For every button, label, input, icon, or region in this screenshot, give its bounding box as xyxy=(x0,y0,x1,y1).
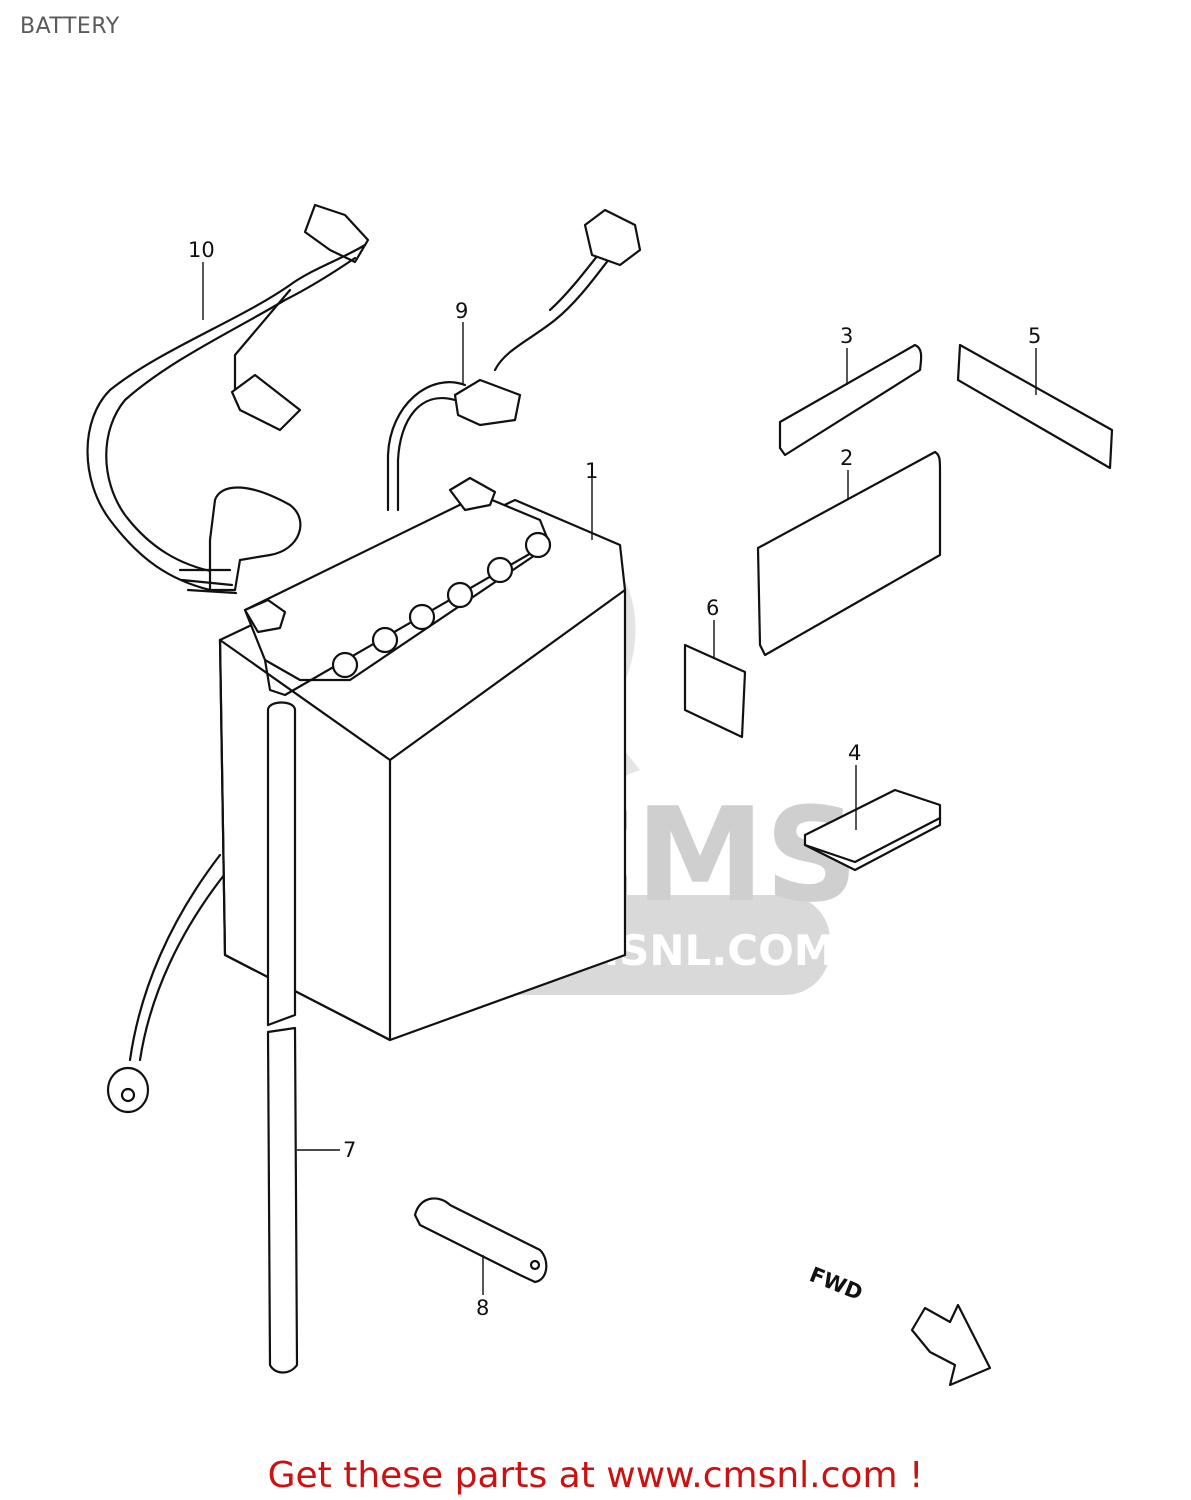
part-8-bracket: 8 xyxy=(413,1197,548,1320)
part-9-lead: 9 xyxy=(386,208,642,512)
fwd-label: FWD xyxy=(806,1262,866,1305)
part-2-label: 2 xyxy=(756,446,942,657)
forward-direction-indicator: FWD xyxy=(806,1262,992,1387)
footer-link-text[interactable]: Get these parts at www.cmsnl.com ! xyxy=(267,1455,924,1496)
part-label-8: 8 xyxy=(476,1296,489,1320)
part-label-7: 7 xyxy=(343,1138,356,1162)
part-7-breather-hose: 7 xyxy=(266,701,356,1374)
part-4-pad: 4 xyxy=(803,741,942,872)
part-label-5: 5 xyxy=(1028,324,1041,348)
part-10-battery-cable: 10 xyxy=(86,203,370,1114)
part-label-2: 2 xyxy=(840,446,853,470)
part-label-4: 4 xyxy=(848,741,861,765)
part-label-10: 10 xyxy=(188,238,215,262)
part-label-9: 9 xyxy=(455,299,468,323)
part-label-1: 1 xyxy=(585,459,598,483)
page-title: BATTERY xyxy=(20,14,120,39)
part-label-6: 6 xyxy=(706,596,719,620)
part-6-label: 6 xyxy=(683,596,747,739)
fwd-arrow-icon xyxy=(910,1303,992,1387)
part-1-battery: 1 xyxy=(218,459,627,1042)
part-label-3: 3 xyxy=(840,324,853,348)
part-3-label: 3 xyxy=(778,324,923,457)
part-5-label: 5 xyxy=(956,324,1114,470)
